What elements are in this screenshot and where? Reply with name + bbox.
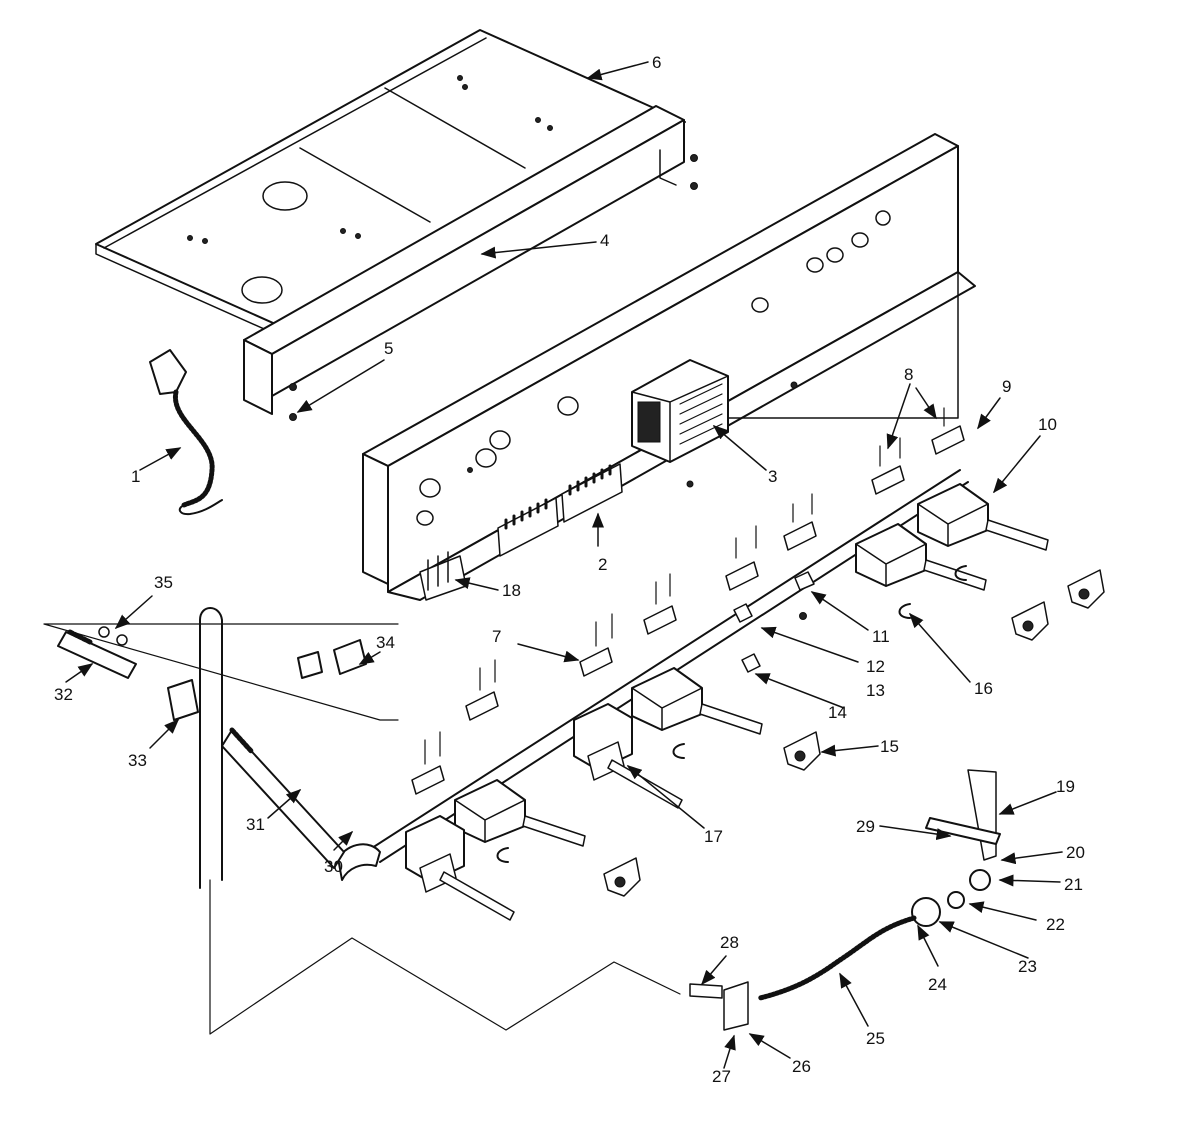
callout-35: 35 xyxy=(154,573,173,592)
front-rail xyxy=(243,105,698,415)
callout-30: 30 xyxy=(324,857,343,876)
screws xyxy=(289,383,297,421)
callout-19: 19 xyxy=(1056,777,1075,796)
callout-29: 29 xyxy=(856,817,875,836)
callout-11: 11 xyxy=(872,627,890,646)
callout-15: 15 xyxy=(880,737,899,756)
callout-34: 34 xyxy=(376,633,395,652)
burner-valves xyxy=(454,483,1049,847)
callout-14: 14 xyxy=(828,703,847,722)
burner-valve xyxy=(454,779,586,847)
callout-26: 26 xyxy=(792,1057,811,1076)
callout-32: 32 xyxy=(54,685,73,704)
callout-18: 18 xyxy=(502,581,521,600)
callout-7: 7 xyxy=(492,627,501,646)
callout-1: 1 xyxy=(131,467,140,486)
callout-2: 2 xyxy=(598,555,607,574)
regulator-assembly xyxy=(43,607,681,1035)
callout-numbers: 1 2 3 4 5 6 7 8 9 10 11 12 13 14 15 16 1… xyxy=(54,53,1085,1086)
callout-8: 8 xyxy=(904,365,913,384)
callout-21: 21 xyxy=(1064,875,1083,894)
callout-16: 16 xyxy=(974,679,993,698)
callout-12: 12 xyxy=(866,657,885,676)
callout-28: 28 xyxy=(720,933,739,952)
callout-13: 13 xyxy=(866,681,885,700)
callout-5: 5 xyxy=(384,339,393,358)
leader-arrows xyxy=(65,61,1063,1069)
callout-22: 22 xyxy=(1046,915,1065,934)
top-panel xyxy=(95,29,686,346)
pilot-assembly xyxy=(689,769,1001,1031)
orifice-fittings xyxy=(733,571,815,673)
callout-23: 23 xyxy=(1018,957,1037,976)
switch-block xyxy=(631,359,798,488)
burner-valve xyxy=(631,667,763,735)
terminal-blocks xyxy=(497,463,623,557)
callout-10: 10 xyxy=(1038,415,1057,434)
callout-33: 33 xyxy=(128,751,147,770)
knob-bezels xyxy=(603,569,1105,897)
callout-27: 27 xyxy=(712,1067,731,1086)
callout-9: 9 xyxy=(1002,377,1011,396)
thermostat-valves xyxy=(405,703,683,921)
retaining-clips xyxy=(496,565,967,863)
callout-3: 3 xyxy=(768,467,777,486)
callout-20: 20 xyxy=(1066,843,1085,862)
callout-6: 6 xyxy=(652,53,661,72)
callout-24: 24 xyxy=(928,975,947,994)
callout-25: 25 xyxy=(866,1029,885,1048)
callout-31: 31 xyxy=(246,815,265,834)
power-cord xyxy=(149,349,223,516)
burner-valve xyxy=(917,483,1049,551)
callout-17: 17 xyxy=(704,827,723,846)
callout-4: 4 xyxy=(600,231,609,250)
pipe-brackets xyxy=(411,407,965,795)
